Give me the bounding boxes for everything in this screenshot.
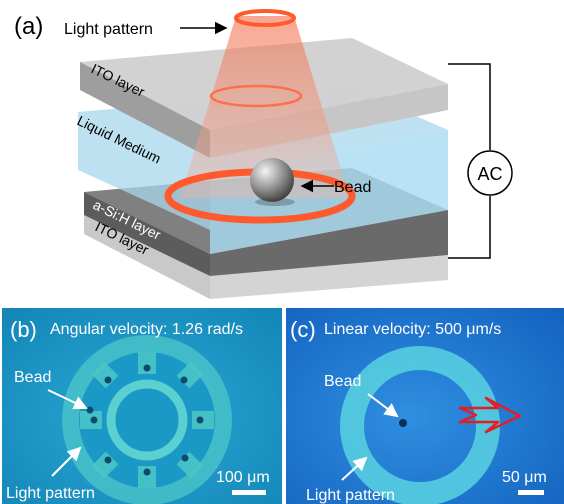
bead-label-b: Bead [14, 369, 51, 386]
direction-arrow-c [458, 396, 522, 434]
ac-wire-bottom [448, 196, 491, 259]
panel-a: AC (a) Light pattern ITO layer Liquid Me… [14, 9, 513, 299]
inner-ring-b [106, 379, 188, 461]
panel-c: (c) Linear velocity: 500 μm/s Bead Light… [286, 308, 564, 504]
bead-label-a: Bead [334, 179, 371, 196]
scale-label-c: 50 μm [502, 469, 547, 486]
scale-bar-b [232, 490, 266, 495]
micrograph-c [286, 308, 564, 504]
ac-label: AC [477, 164, 502, 184]
light-pattern-label-b: Light pattern [6, 485, 95, 502]
bead-shadow [255, 198, 295, 206]
panel-c-caption: Linear velocity: 500 μm/s [324, 321, 501, 338]
panel-b-label: (b) [10, 317, 37, 342]
ac-wire [448, 63, 491, 150]
light-pattern-label-a: Light pattern [64, 21, 153, 38]
light-pattern-arrow-c [341, 456, 368, 481]
light-ring-top [234, 9, 296, 27]
bead-arrow-b [47, 389, 88, 410]
bead-arrow-c [367, 393, 399, 418]
scale-bar-c [518, 490, 544, 495]
light-pattern-arrow-b [51, 446, 82, 477]
bead [250, 158, 294, 202]
bead-label-c: Bead [324, 373, 361, 390]
light-pattern-label-c: Light pattern [306, 487, 395, 504]
bead-c [399, 419, 407, 427]
panel-b-caption: Angular velocity: 1.26 rad/s [50, 321, 243, 338]
light-ring-c [340, 346, 500, 504]
outer-core-b [79, 352, 215, 488]
scale-label-b: 100 μm [216, 469, 270, 486]
panel-a-label: (a) [14, 13, 43, 40]
ac-source [467, 150, 513, 196]
panel-c-label: (c) [290, 317, 316, 342]
beads-b [86, 364, 204, 476]
panel-b: (b) Angular velocity: 1.26 rad/s Bead Li… [2, 308, 282, 504]
light-ring-mid [209, 84, 303, 108]
